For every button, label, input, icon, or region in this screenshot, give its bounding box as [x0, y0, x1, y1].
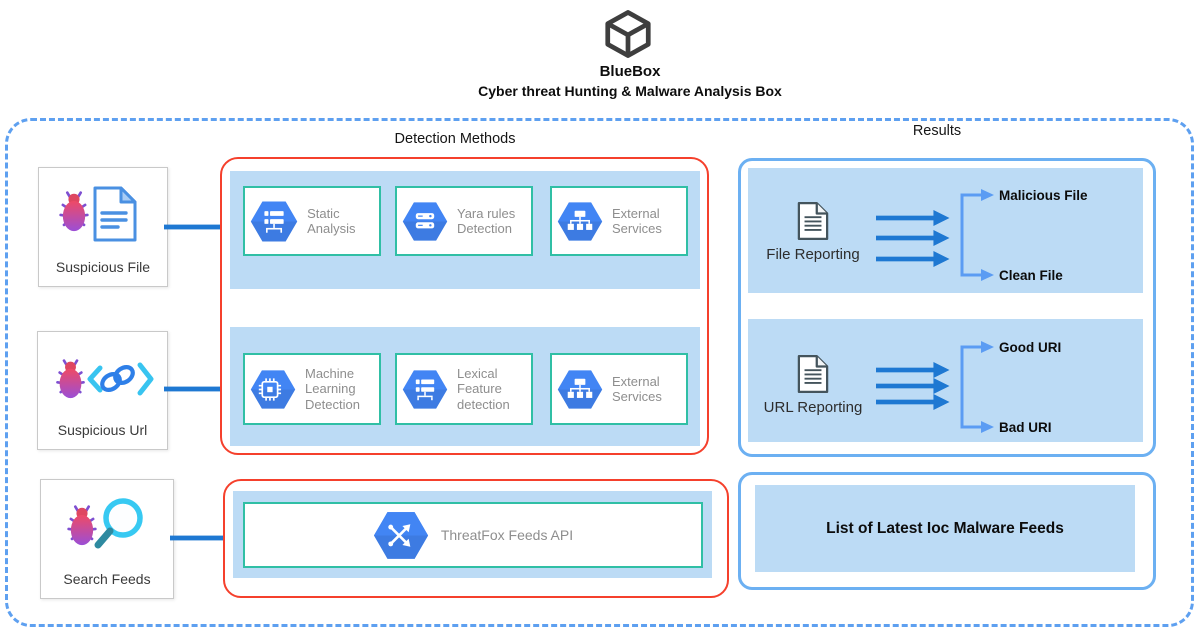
card-machine-learning: Machine Learning Detection	[243, 353, 381, 425]
url-outcome-branch-arrows	[960, 341, 994, 433]
arrow-file-result-3	[876, 250, 950, 268]
outcome-bad-uri: Bad URI	[999, 420, 1052, 435]
report-document-icon	[797, 200, 829, 242]
schema-hexagon-icon	[402, 365, 448, 414]
sitemap-hexagon-icon	[557, 365, 603, 414]
source-label: Search Feeds	[63, 571, 151, 587]
feeds-list-title: List of Latest Ioc Malware Feeds	[826, 519, 1064, 537]
source-label: Suspicious Url	[57, 422, 148, 438]
card-label: Machine Learning Detection	[305, 366, 360, 412]
file-outcome-branch-arrows	[960, 189, 994, 281]
server-hexagon-icon	[402, 197, 448, 246]
card-external-services-2: External Services	[550, 353, 688, 425]
report-document-icon	[797, 353, 829, 395]
bug-magnifier-icon	[67, 498, 143, 549]
card-static-analysis: Static Analysis	[243, 186, 381, 256]
card-lexical-feature: Lexical Feature detection	[395, 353, 533, 425]
card-label: Yara rules Detection	[457, 205, 516, 236]
feeds-list-panel: List of Latest Ioc Malware Feeds	[755, 485, 1135, 572]
share-hexagon-icon	[373, 511, 429, 560]
node-suspicious-url: Suspicious Url	[37, 331, 168, 450]
node-search-feeds: Search Feeds	[40, 479, 174, 599]
bug-document-icon	[59, 186, 137, 242]
file-reporting-title: File Reporting	[766, 246, 860, 263]
source-label: Suspicious File	[55, 259, 151, 275]
arrow-file-result-2	[876, 229, 950, 247]
page-subtitle: Cyber threat Hunting & Malware Analysis …	[478, 83, 782, 99]
sitemap-hexagon-icon	[557, 197, 603, 246]
outcome-good-uri: Good URI	[999, 340, 1062, 355]
detection-methods-label: Detection Methods	[394, 131, 516, 147]
schema-hexagon-icon	[250, 197, 298, 246]
arrow-file-result-1	[876, 209, 950, 227]
outcome-malicious-file: Malicious File	[999, 188, 1088, 203]
cube-icon	[605, 10, 651, 58]
bug-link-icon	[56, 359, 154, 400]
card-label: External Services	[612, 205, 662, 236]
card-external-services-1: External Services	[550, 186, 688, 256]
node-suspicious-file: Suspicious File	[38, 167, 168, 287]
results-label: Results	[912, 123, 962, 139]
arrow-url-result-3	[876, 393, 950, 411]
card-label: External Services	[612, 373, 662, 404]
card-label: ThreatFox Feeds API	[440, 527, 574, 543]
page-title: BlueBox	[599, 63, 661, 80]
card-label: Static Analysis	[307, 205, 356, 236]
url-reporting-title: URL Reporting	[763, 399, 863, 416]
chip-hexagon-icon	[250, 365, 296, 414]
card-threatfox-feeds-api: ThreatFox Feeds API	[243, 502, 703, 568]
card-yara-rules: Yara rules Detection	[395, 186, 533, 256]
outcome-clean-file: Clean File	[999, 268, 1063, 283]
card-label: Lexical Feature detection	[457, 366, 510, 412]
diagram-outer-container	[5, 118, 1194, 627]
